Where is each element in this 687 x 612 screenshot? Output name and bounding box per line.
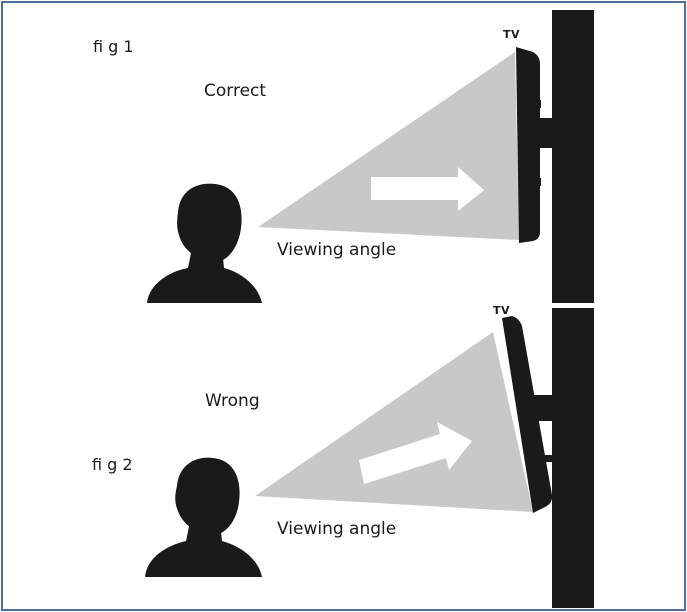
viewing-cone-wrong <box>255 332 533 512</box>
tv-wrong <box>502 316 554 513</box>
viewing-arrow-wrong <box>359 422 472 484</box>
correct-label: Correct <box>204 81 267 101</box>
tv-correct <box>516 47 554 243</box>
viewing-arrow-correct <box>371 167 484 211</box>
viewing-angle-label-1: Viewing angle <box>277 240 397 260</box>
figure-1-label: fi g 1 <box>93 37 134 56</box>
person-silhouette-1 <box>147 183 262 303</box>
person-silhouette-2 <box>145 457 262 577</box>
figure-2-label: fi g 2 <box>92 455 133 474</box>
wall-upper <box>552 10 594 303</box>
wall-lower <box>552 308 594 608</box>
viewing-cone-correct <box>258 52 519 240</box>
tv-label-1: TV <box>503 28 521 41</box>
viewing-angle-label-2: Viewing angle <box>277 519 397 539</box>
tv-label-2: TV <box>493 304 511 317</box>
wrong-label: Wrong <box>205 391 260 411</box>
